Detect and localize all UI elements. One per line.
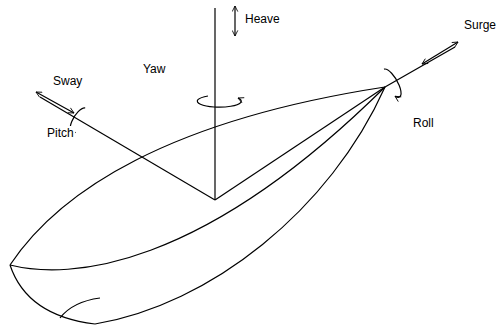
surge-label: Surge bbox=[463, 18, 497, 32]
heave-label: Heave bbox=[244, 12, 281, 26]
transverse-axis bbox=[40, 97, 215, 200]
surge-arrow bbox=[422, 42, 458, 64]
sway-arrow bbox=[36, 92, 74, 113]
longitudinal-axis-ext bbox=[385, 47, 455, 87]
sway-label: Sway bbox=[52, 74, 83, 88]
hull-transom-inner bbox=[60, 298, 100, 318]
longitudinal-axis bbox=[215, 87, 385, 200]
heave-arrow bbox=[234, 6, 235, 36]
roll-label: Roll bbox=[412, 116, 435, 130]
roll-rotation-arrow bbox=[381, 66, 405, 98]
pitch-label: Pitch bbox=[46, 126, 75, 140]
vertical-axis bbox=[214, 8, 215, 200]
hull-transom bbox=[10, 265, 95, 324]
yaw-label: Yaw bbox=[142, 62, 166, 76]
hull-keel bbox=[95, 87, 385, 324]
yaw-rotation-arrow bbox=[197, 96, 241, 107]
hull-deck-edge bbox=[10, 87, 385, 265]
